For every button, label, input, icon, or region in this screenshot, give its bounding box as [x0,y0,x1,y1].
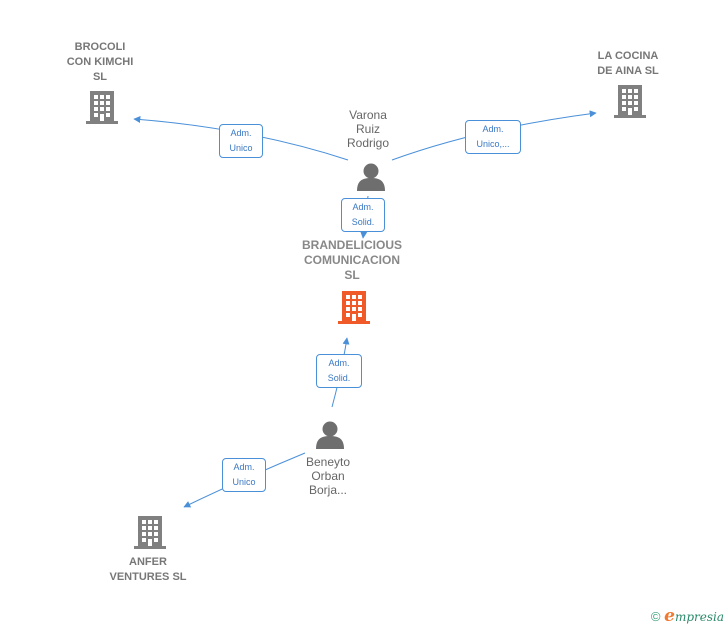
edge-label-varona-cocina[interactable]: Adm. Unico,... [465,120,521,154]
copyright-icon: © [650,609,661,624]
edge-label-varona-brandelicious[interactable]: Adm. Solid. [341,198,385,232]
person-icon-beneyto[interactable] [316,421,344,450]
building-icon-anfer[interactable] [134,516,166,549]
edge-label-beneyto-brandelicious[interactable]: Adm. Solid. [316,354,362,388]
node-label-anfer[interactable]: ANFER VENTURES SL [109,556,187,583]
edge-label-varona-brocoli[interactable]: Adm. Unico [219,124,263,158]
node-label-beneyto[interactable]: Beneyto Orban Borja... [305,455,351,497]
building-icon-brandelicious[interactable] [338,291,370,324]
person-icon-varona[interactable] [357,163,385,192]
node-label-cocina[interactable]: LA COCINA DE AINA SL [597,50,659,77]
brand-logo: empresia [664,606,724,626]
edge-label-beneyto-anfer[interactable]: Adm. Unico [222,458,266,492]
building-icon-cocina[interactable] [614,85,646,118]
building-icon-brocoli[interactable] [86,91,118,124]
node-label-brocoli[interactable]: BROCOLI CON KIMCHI SL [66,41,134,83]
node-label-varona[interactable]: Varona Ruiz Rodrigo [346,108,390,150]
footer-brand[interactable]: © empresia [651,606,724,626]
node-label-brandelicious[interactable]: BRANDELICIOUS COMUNICACION SL [301,238,402,282]
